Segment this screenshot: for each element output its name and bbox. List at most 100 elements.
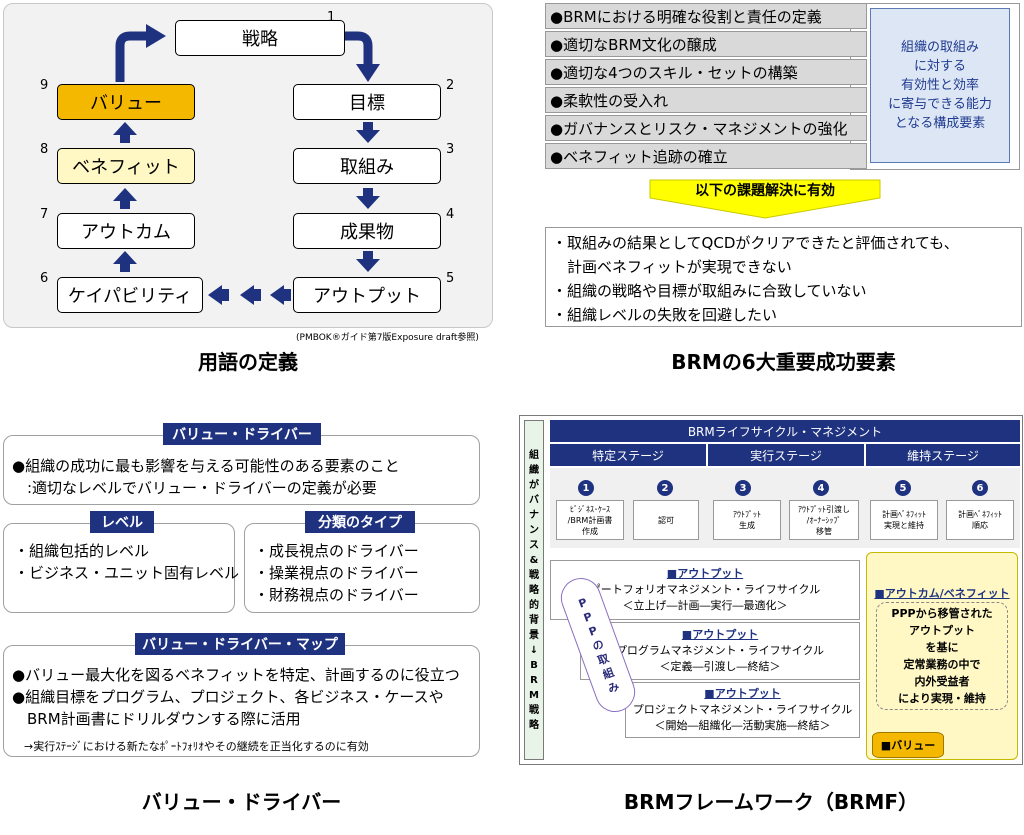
step-number-4: 4 [446, 207, 455, 222]
outcome-line: 定常業務の中で [903, 658, 981, 671]
issue-line-4: ・組織レベルの失敗を回避したい [552, 306, 778, 324]
outcome-line: PPPから移管された [891, 607, 993, 620]
issue-line-1: ・取組みの結果としてQCDがクリアできたと評価されても、 [552, 234, 959, 252]
curved-arrow-right [345, 31, 373, 66]
step-circle-2: 2 [657, 480, 673, 496]
step-2: 認可 [633, 500, 699, 540]
factor-2: ●適切なBRM文化の醸成 [545, 31, 867, 57]
outcome-box: アウトカム [57, 213, 195, 249]
ppp-char: み [605, 679, 621, 696]
step-3: ｱｳﾄﾌﾟｯﾄ 生成 [713, 500, 781, 540]
factor-6: ●ベネフィット追跡の確立 [545, 143, 867, 169]
program-output-name: プログラムマネジメント・ライフサイクル [615, 644, 825, 657]
value-driver-caption: バリュー・ドライバー [141, 790, 342, 814]
step-number-9: 9 [40, 78, 49, 93]
vertical-char: 略 [529, 584, 539, 596]
vertical-char: 背 [529, 614, 539, 626]
project-output-box: ■アウトプット プロジェクトマネジメント・ライフサイクル ＜開始―組織化―活動実… [625, 682, 860, 738]
step-5-line: 計画ﾍﾞﾈﾌｨｯﾄ [882, 510, 926, 519]
summary-line-4: に寄与できる能力 [888, 97, 992, 112]
issue-line-2: 計画ベネフィットが実現できない [552, 258, 792, 276]
benefit-box: ベネフィット [57, 148, 195, 184]
project-output-name: プロジェクトマネジメント・ライフサイクル [632, 703, 853, 716]
step-4-line: ｱｳﾄﾌﾟｯﾄ引渡し [798, 504, 850, 514]
lifecycle-header: BRMライフサイクル・マネジメント [550, 420, 1020, 442]
type-item-3: ・財務視点のドライバー [254, 586, 419, 604]
step-circle-1: 1 [578, 480, 594, 496]
step-number-8: 8 [40, 142, 49, 157]
step-1-line: ﾋﾞｼﾞﾈｽ･ｹｰｽ [570, 504, 610, 514]
vertical-char: 戦 [529, 704, 539, 716]
value-driver-title: バリュー・ドライバー [163, 423, 321, 445]
map-line-1: ●バリュー最大化を図るベネフィットを特定、計画するのに役立つ [12, 666, 460, 684]
program-output-title: ■アウトプット [681, 628, 759, 641]
vertical-char: 組 [529, 449, 539, 461]
step-1-line: /BRM計画書 [567, 515, 613, 525]
issue-line-3: ・組織の戦略や目標が取組みに合致していない [552, 282, 867, 300]
vertical-char: B [530, 659, 538, 671]
value-driver-line-2: :適切なレベルでバリュー・ドライバーの定義が必要 [12, 479, 377, 497]
issues-box: ・取組みの結果としてQCDがクリアできたと評価されても、 計画ベネフィットが実現… [545, 227, 1022, 327]
portfolio-output-phases: ＜立上げ―計画―実行―最適化＞ [622, 599, 788, 612]
vertical-char: ス [529, 539, 539, 551]
vertical-char: 略 [529, 719, 539, 731]
type-item-2: ・操業視点のドライバー [254, 564, 419, 582]
step-6-line: 順応 [972, 521, 988, 530]
step-circle-4: 4 [813, 480, 829, 496]
vertical-char: ↓ [529, 644, 539, 656]
callout-arrow [649, 179, 881, 219]
step-4-line: /ｵｰﾅｰｼｯﾌﾟ [806, 515, 842, 525]
type-list: ・成長視点のドライバー ・操業視点のドライバー ・財務視点のドライバー [254, 540, 419, 606]
outcome-line: アウトプット [909, 624, 975, 637]
project-output-title: ■アウトプット [704, 687, 781, 700]
factor-5: ●ガバナンスとリスク・マネジメントの強化 [545, 115, 867, 141]
level-list: ・組織包括的レベル ・ビジネス・ユニット固有レベル [14, 540, 239, 584]
deliverable-box: 成果物 [293, 213, 441, 249]
step-4-line: 移管 [816, 526, 832, 536]
step-number-5: 5 [446, 271, 455, 286]
factors-summary-box: 組織の取組み に対する 有効性と効率 に寄与できる能力 となる構成要素 [870, 8, 1010, 163]
level-box [3, 523, 235, 613]
callout-label: 以下の課題解決に有効 [695, 183, 835, 199]
strategy-box: 戦略 [175, 20, 345, 56]
map-box [3, 645, 480, 757]
step-number-2: 2 [446, 78, 455, 93]
source-note: (PMBOK®ガイド第7版Exposure draft参照) [296, 333, 479, 343]
vertical-char: 景 [529, 629, 539, 641]
factor-3: ●適切な4つのスキル・セットの構築 [545, 59, 867, 85]
governance-column: 組 織 が バ ナ ン ス & 戦 略 的 背 景 ↓ B R M 戦 略 [524, 420, 544, 760]
summary-line-5: となる構成要素 [894, 116, 986, 131]
outcome-benefit-desc: PPPから移管された アウトプット を基に 定常業務の中で 内外受益者 により実… [876, 602, 1008, 710]
step-6-line: 計画ﾍﾞﾈﾌｨｯﾄ [958, 510, 1002, 519]
stage-identify: 特定ステージ [550, 444, 706, 466]
outcome-line: 内外受益者 [914, 675, 970, 688]
step-number-7: 7 [40, 207, 49, 222]
map-title: バリュー・ドライバー・マップ [135, 633, 345, 655]
vertical-char: ナ [529, 509, 539, 521]
steps-row [550, 468, 1020, 548]
portfolio-output-name: ポートフォリオマネジメント・ライフサイクル [589, 583, 821, 596]
step-number-1: 1 [327, 10, 336, 25]
level-title: レベル [90, 511, 154, 533]
step-6: 計画ﾍﾞﾈﾌｨｯﾄ 順応 [946, 500, 1014, 540]
stage-sustain: 維持ステージ [866, 444, 1020, 466]
output-box: アウトプット [293, 277, 441, 313]
map-line-3: BRM計画書にドリルダウンする際に活用 [12, 710, 301, 728]
summary-line-1: 組織の取組み [900, 40, 979, 55]
summary-line-3: 有効性と効率 [900, 78, 979, 93]
arrow-head-right [356, 64, 380, 82]
vertical-char: ン [529, 524, 539, 536]
outcome-line: を基に [925, 641, 959, 654]
effort-box: 取組み [293, 148, 441, 184]
factors-caption: BRMの6大重要成功要素 [671, 350, 896, 374]
step-1-line: 作成 [582, 526, 598, 536]
step-4: ｱｳﾄﾌﾟｯﾄ引渡し /ｵｰﾅｰｼｯﾌﾟ 移管 [789, 500, 859, 540]
vertical-char: R [530, 674, 538, 686]
step-circle-5: 5 [895, 480, 911, 496]
level-item-2: ・ビジネス・ユニット固有レベル [14, 564, 240, 582]
value-cylinder: ■バリュー [872, 732, 944, 758]
program-output-phases: ＜定義―引渡し―終結＞ [659, 660, 781, 673]
curved-arrow-left [115, 31, 148, 82]
step-5: 計画ﾍﾞﾈﾌｨｯﾄ 実現と維持 [870, 500, 938, 540]
vertical-char: 戦 [529, 569, 539, 581]
